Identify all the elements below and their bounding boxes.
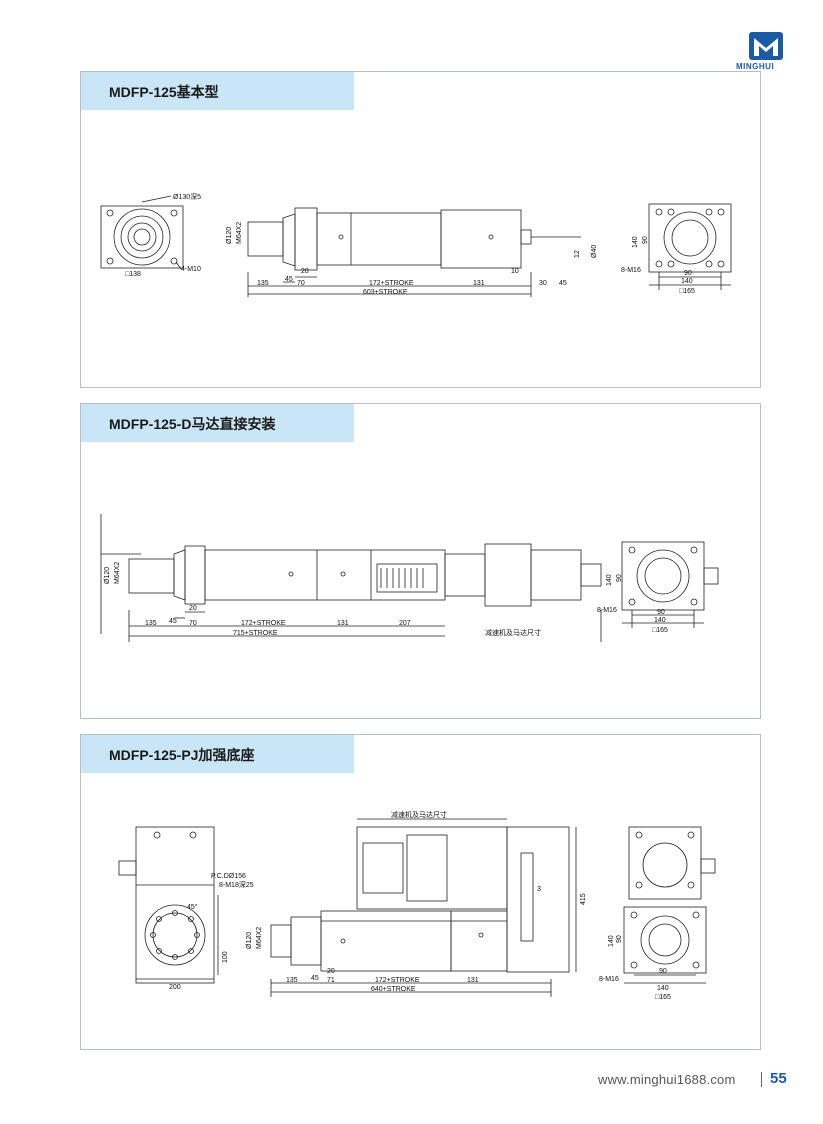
dim-side-w90: 90 [684, 270, 692, 277]
section-reinforced-base: MDFP-125-PJ加强底座 [80, 734, 761, 1050]
dim-45: 45 [285, 276, 293, 283]
dim-side-w140: 140 [654, 617, 666, 624]
dim-side-90: 90 [616, 935, 623, 943]
dim-71: 71 [327, 977, 335, 984]
dim-stroke: 172+STROKE [369, 280, 414, 287]
dim-70: 70 [189, 620, 197, 627]
dim-3: 3 [537, 886, 541, 893]
dim-side-bolts: 8-M16 [621, 267, 641, 274]
reinforced-base-drawing: P.C.DØ156 8-M18深25 45° 200 100 减速机及马达尺寸 … [118, 810, 716, 1001]
brand-name: MINGHUI [736, 62, 775, 71]
dim-side-sq: □165 [652, 627, 668, 634]
dim-side-sq: □165 [679, 288, 695, 295]
dim-bolts: 8-M18深25 [219, 880, 254, 889]
page-number: 55 [770, 1070, 787, 1087]
dim-45b: 45 [559, 280, 567, 287]
section-motor-direct: MDFP-125-D马达直接安装 [80, 403, 761, 719]
dim-total: 640+STROKE [371, 986, 416, 993]
dim-side-140: 140 [632, 236, 639, 248]
dim-angle: 45° [187, 903, 198, 911]
dim-45: 45 [169, 618, 177, 625]
section-title: MDFP-125-PJ加强底座 [109, 747, 255, 763]
dim-12: 12 [574, 250, 581, 258]
dim-total: 603+STROKE [363, 289, 408, 296]
dim-dia40: Ø40 [591, 245, 598, 258]
dim-rod-dia: Ø120 [104, 567, 111, 584]
dim-side-140: 140 [606, 574, 613, 586]
dim-bolts: 4-M10 [181, 266, 201, 273]
section-header: MDFP-125-PJ加强底座 [81, 735, 354, 773]
dim-total: 715+STROKE [233, 630, 278, 637]
dim-20: 20 [327, 968, 335, 975]
footer-url[interactable]: www.minghui1688.com [598, 1072, 736, 1087]
section-header: MDFP-125基本型 [81, 72, 354, 110]
dim-side-bolts: 8-M16 [597, 607, 617, 614]
dim-135: 135 [286, 977, 298, 984]
dim-side-sq: □165 [655, 994, 671, 1001]
dim-131: 131 [467, 977, 479, 984]
dim-45: 45 [311, 975, 319, 982]
dim-side-90: 90 [642, 236, 649, 244]
dim-side-w90: 90 [659, 968, 667, 975]
minghui-logo [749, 32, 783, 60]
dim-135: 135 [145, 620, 157, 627]
motor-direct-drawing: Ø120 M64X2 45 20 135 70 172+STROKE 131 2… [100, 514, 719, 642]
dim-pcd: P.C.DØ156 [211, 873, 246, 880]
dim-top-note: 减速机及马达尺寸 [391, 810, 447, 819]
dim-20: 20 [301, 268, 309, 275]
section-header: MDFP-125-D马达直接安装 [81, 404, 354, 442]
footer-divider [761, 1072, 762, 1087]
dim-thread: M64X2 [256, 927, 263, 949]
dim-20: 20 [189, 605, 197, 612]
dim-side-w140: 140 [681, 278, 693, 285]
dim-side-90: 90 [616, 574, 623, 582]
dim-131: 131 [337, 620, 349, 627]
dim-side-w140: 140 [657, 985, 669, 992]
dim-side-140: 140 [608, 935, 615, 947]
dim-rod-dia: Ø120 [246, 932, 253, 949]
dim-100: 100 [222, 951, 229, 963]
dim-10: 10 [511, 268, 519, 275]
dim-thread: M64X2 [114, 562, 121, 584]
dim-stroke: 172+STROKE [241, 620, 286, 627]
section-basic: MDFP-125基本型 [80, 71, 761, 388]
section-title: MDFP-125基本型 [109, 84, 219, 100]
dim-135: 135 [257, 280, 269, 287]
dim-rod-dia: Ø120 [226, 227, 233, 244]
dim-stroke: 172+STROKE [375, 977, 420, 984]
dim-131: 131 [473, 280, 485, 287]
dim-side-w90: 90 [657, 609, 665, 616]
dim-square: □138 [125, 271, 141, 278]
dim-note: 减速机及马达尺寸 [485, 628, 541, 637]
dim-207: 207 [399, 620, 411, 627]
basic-drawing: Ø130深5 4-M10 □138 Ø120 M64X2 45 20 135 7… [100, 192, 732, 297]
dim-30: 30 [539, 280, 547, 287]
section-title: MDFP-125-D马达直接安装 [109, 416, 276, 432]
dim-side-bolts: 8-M16 [599, 976, 619, 983]
dim-200: 200 [169, 984, 181, 991]
dim-flange-dia: Ø130深5 [173, 192, 201, 201]
dim-thread: M64X2 [236, 222, 243, 244]
dim-70: 70 [297, 280, 305, 287]
dim-415: 415 [580, 893, 587, 905]
